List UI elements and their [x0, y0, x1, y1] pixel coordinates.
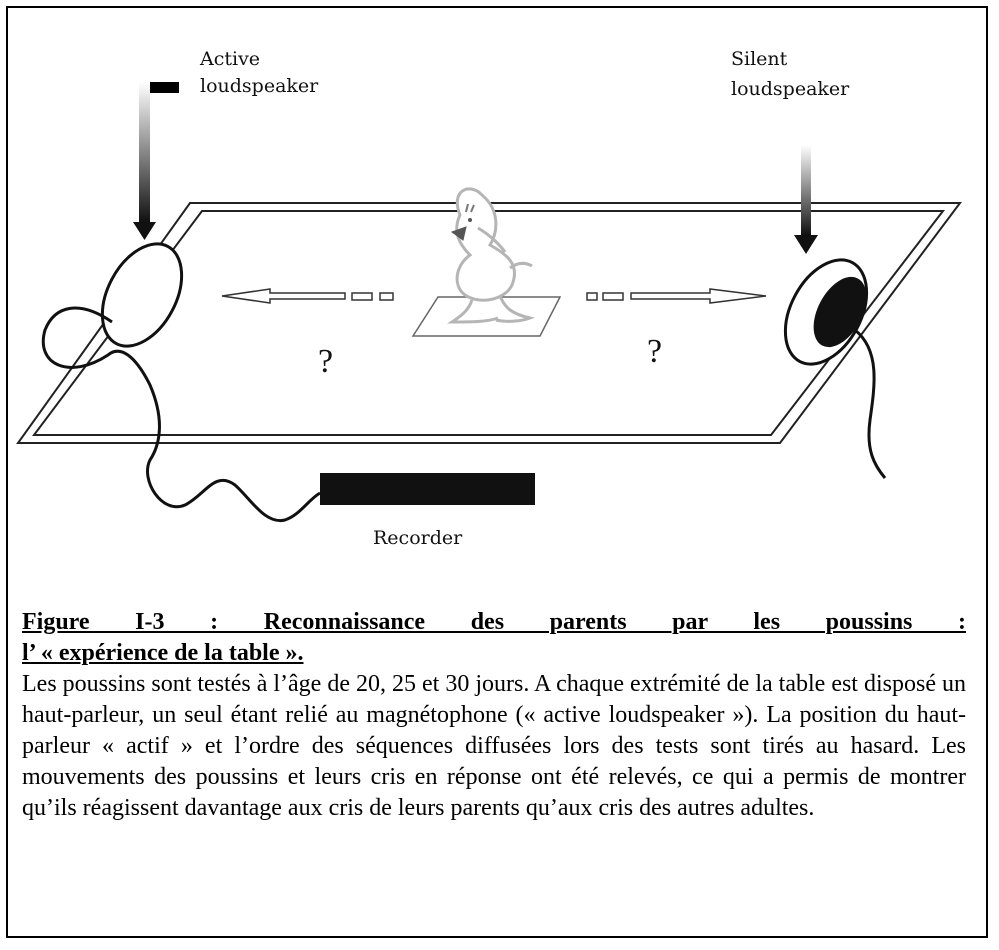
- recorder-label: Recorder: [373, 527, 463, 549]
- silent-label-line2: loudspeaker: [731, 78, 850, 100]
- caption-title: Figure I-3 : Reconnaissance des parents …: [22, 607, 966, 669]
- recorder-box: [320, 473, 535, 505]
- caption-title-line2: l’ « expérience de la table ».: [22, 640, 304, 666]
- figure-frame: [6, 6, 988, 938]
- table-experiment-diagram: [16, 82, 962, 523]
- figure-caption: Figure I-3 : Reconnaissance des parents …: [22, 607, 966, 824]
- silent-label-line1: Silent: [731, 48, 788, 70]
- silent-speaker-cable: [854, 328, 887, 479]
- caption-title-line1: Figure I-3 : Reconnaissance des parents …: [22, 609, 966, 635]
- active-loudspeaker: [100, 242, 184, 348]
- question-mark-left: ?: [318, 343, 334, 380]
- active-label-line2: loudspeaker: [200, 75, 319, 97]
- right-arrow: [586, 288, 767, 304]
- caption-body: Les poussins sont testés à l’âge de 20, …: [22, 671, 966, 821]
- active-label-line1: Active: [200, 48, 261, 70]
- silent-arrow: [794, 145, 818, 254]
- active-speaker-cable: [41, 306, 321, 523]
- silent-loudspeaker: [783, 258, 869, 366]
- question-mark-right: ?: [647, 333, 663, 370]
- chick-illustration: [411, 187, 562, 337]
- left-arrow: [221, 288, 394, 304]
- active-arrow: [133, 82, 179, 240]
